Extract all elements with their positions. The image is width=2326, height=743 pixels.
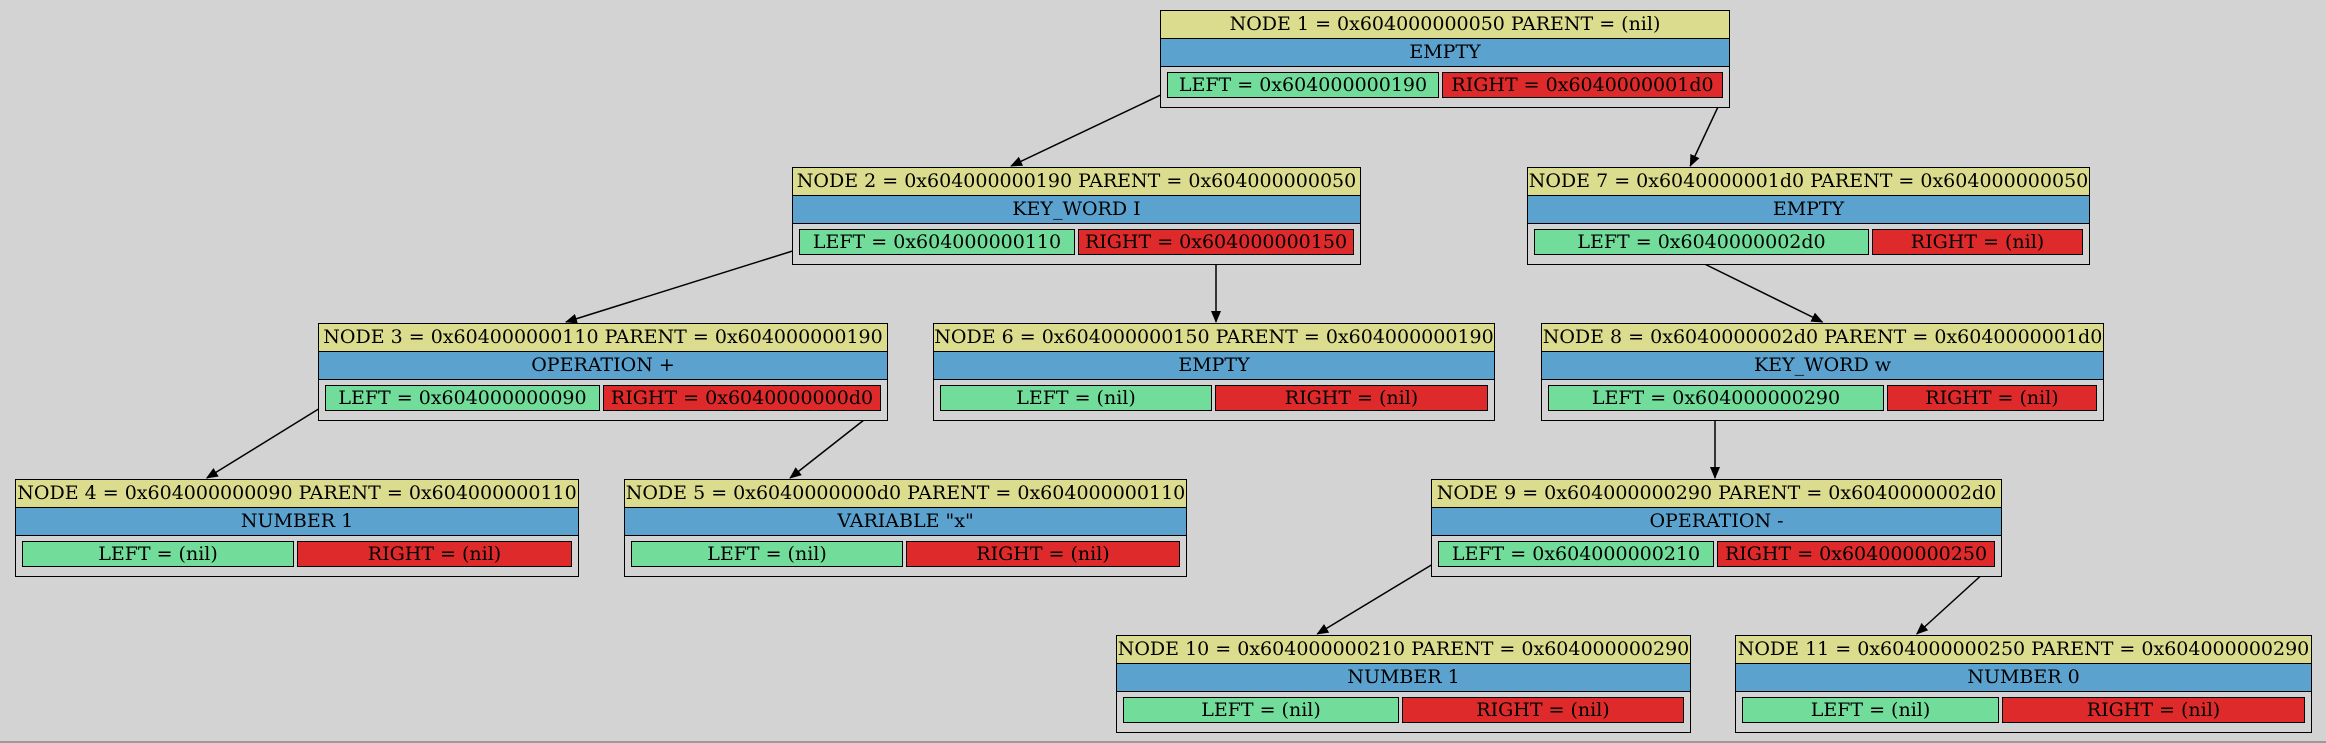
node-6: NODE 6 = 0x604000000150 PARENT = 0x60400… [933, 323, 1495, 421]
node-type: NUMBER 0 [1736, 664, 2311, 692]
left-pointer: LEFT = 0x604000000110 [799, 229, 1075, 255]
edge-2-3 [564, 248, 800, 324]
node-title: NODE 8 = 0x6040000002d0 PARENT = 0x60400… [1542, 324, 2103, 352]
node-title: NODE 5 = 0x6040000000d0 PARENT = 0x60400… [625, 480, 1186, 508]
edge-7-8 [1700, 261, 1824, 323]
node-type: KEY_WORD w [1542, 352, 2103, 380]
node-9: NODE 9 = 0x604000000290 PARENT = 0x60400… [1431, 479, 2002, 577]
edge-3-4 [205, 404, 326, 479]
right-pointer: RIGHT = (nil) [2002, 697, 2305, 723]
right-pointer: RIGHT = 0x604000000150 [1078, 229, 1354, 255]
left-pointer: LEFT = 0x604000000090 [325, 385, 600, 411]
node-title: NODE 2 = 0x604000000190 PARENT = 0x60400… [793, 168, 1360, 196]
left-pointer: LEFT = 0x604000000210 [1438, 541, 1714, 567]
node-5: NODE 5 = 0x6040000000d0 PARENT = 0x60400… [624, 479, 1187, 577]
node-11: NODE 11 = 0x604000000250 PARENT = 0x6040… [1735, 635, 2312, 733]
node-type: NUMBER 1 [1117, 664, 1690, 692]
node-title: NODE 4 = 0x604000000090 PARENT = 0x60400… [16, 480, 578, 508]
bottom-border [0, 741, 2326, 743]
node-title: NODE 6 = 0x604000000150 PARENT = 0x60400… [934, 324, 1494, 352]
left-pointer: LEFT = 0x6040000002d0 [1534, 229, 1869, 255]
node-title: NODE 11 = 0x604000000250 PARENT = 0x6040… [1736, 636, 2311, 664]
left-pointer: LEFT = (nil) [940, 385, 1212, 411]
node-title: NODE 1 = 0x604000000050 PARENT = (nil) [1161, 11, 1729, 39]
node-pointers: LEFT = (nil)RIGHT = (nil) [625, 536, 1186, 574]
node-type: KEY_WORD I [793, 196, 1360, 224]
node-pointers: LEFT = (nil)RIGHT = (nil) [16, 536, 578, 574]
node-type: NUMBER 1 [16, 508, 578, 536]
node-type: EMPTY [1161, 39, 1729, 67]
node-8: NODE 8 = 0x6040000002d0 PARENT = 0x60400… [1541, 323, 2104, 421]
node-title: NODE 7 = 0x6040000001d0 PARENT = 0x60400… [1528, 168, 2089, 196]
node-1: NODE 1 = 0x604000000050 PARENT = (nil)EM… [1160, 10, 1730, 108]
left-pointer: LEFT = (nil) [1123, 697, 1399, 723]
right-pointer: RIGHT = (nil) [906, 541, 1180, 567]
right-pointer: RIGHT = (nil) [297, 541, 572, 567]
node-2: NODE 2 = 0x604000000190 PARENT = 0x60400… [792, 167, 1361, 265]
node-7: NODE 7 = 0x6040000001d0 PARENT = 0x60400… [1527, 167, 2090, 265]
left-pointer: LEFT = (nil) [631, 541, 903, 567]
node-type: OPERATION + [319, 352, 887, 380]
node-type: OPERATION - [1432, 508, 2001, 536]
node-pointers: LEFT = (nil)RIGHT = (nil) [1736, 692, 2311, 730]
left-pointer: LEFT = 0x604000000290 [1548, 385, 1884, 411]
right-pointer: RIGHT = (nil) [1872, 229, 2083, 255]
edge-9-10 [1316, 560, 1439, 635]
node-title: NODE 9 = 0x604000000290 PARENT = 0x60400… [1432, 480, 2001, 508]
node-pointers: LEFT = (nil)RIGHT = (nil) [934, 380, 1494, 418]
left-pointer: LEFT = 0x604000000190 [1167, 72, 1439, 98]
right-pointer: RIGHT = (nil) [1215, 385, 1488, 411]
node-title: NODE 10 = 0x604000000210 PARENT = 0x6040… [1117, 636, 1690, 664]
right-pointer: RIGHT = 0x604000000250 [1717, 541, 1995, 567]
node-type: EMPTY [934, 352, 1494, 380]
node-10: NODE 10 = 0x604000000210 PARENT = 0x6040… [1116, 635, 1691, 733]
node-type: VARIABLE "x" [625, 508, 1186, 536]
right-pointer: RIGHT = (nil) [1402, 697, 1684, 723]
right-pointer: RIGHT = (nil) [1887, 385, 2097, 411]
node-4: NODE 4 = 0x604000000090 PARENT = 0x60400… [15, 479, 579, 577]
node-title: NODE 3 = 0x604000000110 PARENT = 0x60400… [319, 324, 887, 352]
left-pointer: LEFT = (nil) [1742, 697, 1999, 723]
node-3: NODE 3 = 0x604000000110 PARENT = 0x60400… [318, 323, 888, 421]
node-type: EMPTY [1528, 196, 2089, 224]
node-pointers: LEFT = (nil)RIGHT = (nil) [1117, 692, 1690, 730]
edge-1-2 [1010, 91, 1168, 167]
right-pointer: RIGHT = 0x6040000001d0 [1442, 72, 1723, 98]
left-pointer: LEFT = (nil) [22, 541, 294, 567]
right-pointer: RIGHT = 0x6040000000d0 [603, 385, 881, 411]
